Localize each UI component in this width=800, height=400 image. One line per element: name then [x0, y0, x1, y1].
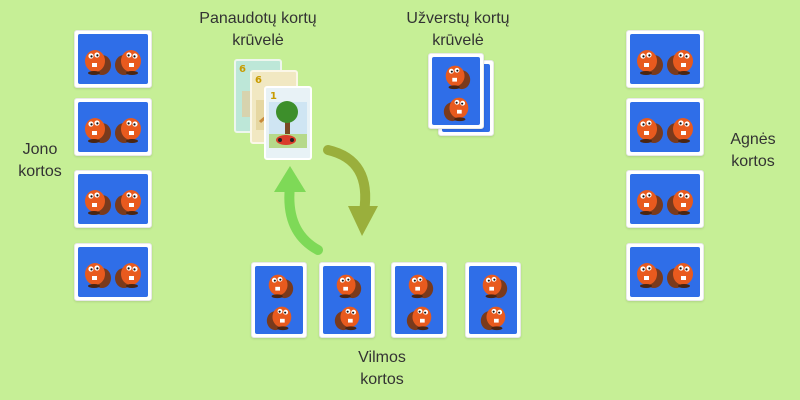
vilma-card[interactable]	[391, 262, 447, 338]
beaver-icon	[637, 190, 663, 215]
jonas-card[interactable]	[74, 170, 152, 228]
beaver-icon	[667, 118, 693, 143]
beaver-icon	[637, 118, 663, 143]
vilma-card[interactable]	[319, 262, 375, 338]
vilma-cards-label: Vilmos kortos	[358, 349, 406, 388]
beaver-icon	[336, 274, 362, 299]
agne-card[interactable]	[626, 30, 704, 88]
beaver-icon	[115, 118, 141, 143]
agne-card[interactable]	[626, 243, 704, 301]
beaver-icon	[637, 263, 663, 288]
beaver-icon	[85, 50, 111, 75]
beaver-icon	[268, 274, 294, 299]
discard-card-top: 1	[264, 86, 312, 160]
beaver-icon	[637, 50, 663, 75]
draw-pile-card	[428, 53, 484, 129]
agne-cards-label: Agnės kortos	[730, 131, 776, 170]
beaver-icon	[334, 306, 360, 331]
jonas-card[interactable]	[74, 243, 152, 301]
beaver-icon	[480, 306, 506, 331]
beaver-icon	[115, 50, 141, 75]
vilma-card[interactable]	[465, 262, 521, 338]
beaver-icon	[408, 274, 434, 299]
beaver-icon	[85, 263, 111, 288]
beaver-icon	[266, 306, 292, 331]
beaver-icon	[667, 263, 693, 288]
vilma-card[interactable]	[251, 262, 307, 338]
discard-pile-label: Panaudotų kortų krūvelė	[199, 10, 317, 49]
beaver-icon	[445, 65, 471, 90]
beaver-icon	[115, 190, 141, 215]
jonas-card[interactable]	[74, 30, 152, 88]
discard-card-value: 6	[239, 64, 246, 75]
beaver-icon	[667, 50, 693, 75]
discard-card-value: 6	[255, 75, 262, 86]
draw-pile-label: Užverstų kortų krūvelė	[406, 10, 510, 49]
beaver-icon	[85, 118, 111, 143]
jonas-card[interactable]	[74, 98, 152, 156]
beaver-icon	[406, 306, 432, 331]
curved-arrow-down-icon	[323, 145, 378, 236]
discard-card-value: 1	[270, 91, 277, 102]
agne-card[interactable]	[626, 170, 704, 228]
beaver-icon	[482, 274, 508, 299]
agne-card[interactable]	[626, 98, 704, 156]
beaver-icon	[443, 97, 469, 122]
curved-arrow-up-icon	[274, 166, 323, 255]
beaver-icon	[115, 263, 141, 288]
beaver-icon	[667, 190, 693, 215]
tree-icon	[269, 101, 307, 148]
beaver-icon	[85, 190, 111, 215]
jonas-cards-label: Jono kortos	[18, 141, 62, 180]
